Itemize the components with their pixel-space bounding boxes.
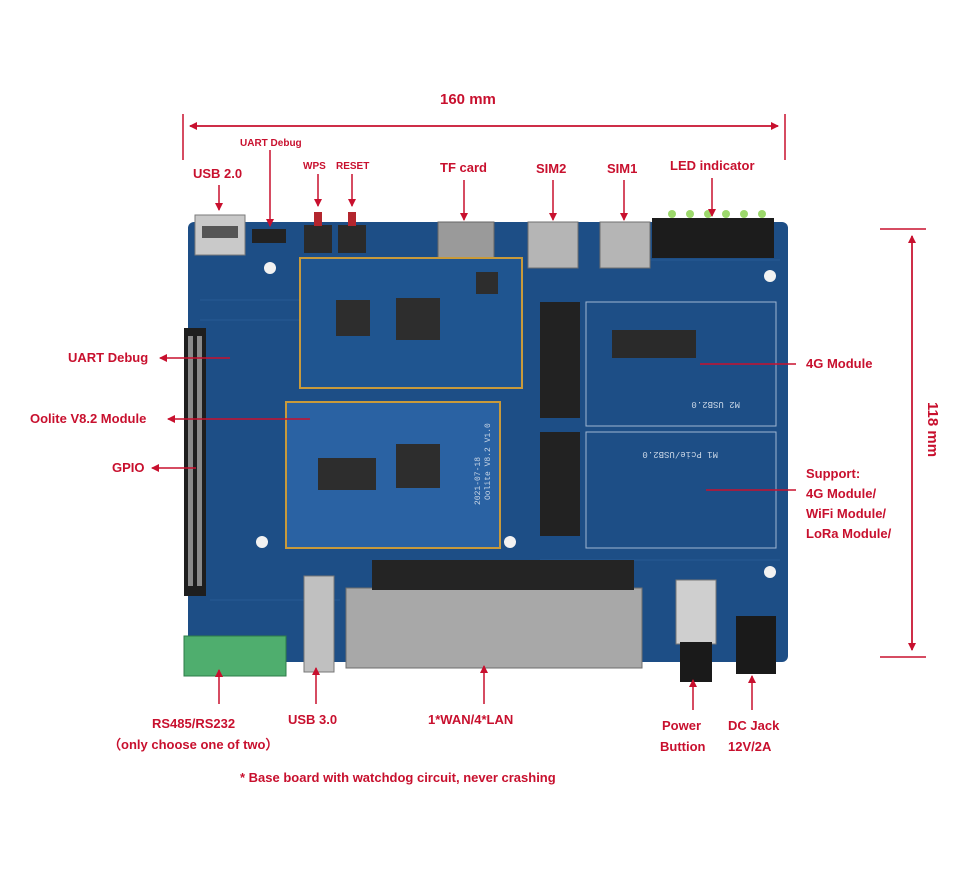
gpio-pins [188,336,202,586]
wps-button-body [304,225,332,253]
power-button-label: Buttion [660,739,706,754]
upper-chip-1 [336,300,370,336]
led-indicator-label: LED indicator [670,158,755,173]
wps-button-cap [314,212,322,226]
rs485-label: RS485/RS232 [152,716,236,731]
rs485-terminal [183,635,287,677]
dc-jack [736,616,776,674]
height-dimension-label: 118 mm [924,402,941,458]
module-chip-2 [396,444,440,488]
upper-chip-2 [396,298,440,340]
sim2-label: SIM2 [536,161,567,176]
dc-jack-label: DC Jack [728,718,780,733]
oolite-module-label: Oolite V8.2 Module [30,411,147,426]
reset-label: RESET [336,161,370,172]
mpcie-socket-bottom [540,432,580,536]
m1-silkscreen: M1 Pcie/USB2.0 [642,449,718,459]
mpcie-socket-top [540,302,580,418]
date-silkscreen: 2021-07-18 [474,457,483,505]
upper-chip-3 [476,272,498,294]
reset-button-body [338,225,366,253]
dc-jack-spec-label: 12V/2A [728,739,772,754]
module-silkscreen: Oolite V8.2 V1.0 [484,423,493,500]
led-indicators [652,210,774,258]
width-dimension-label: 160 mm [440,91,496,108]
uart-debug-top-label: UART Debug [240,138,302,149]
module-connector [612,330,696,358]
support-title-label: Support: [806,466,861,481]
gpio-label: GPIO [112,460,145,475]
ethernet-ports [345,587,643,669]
m2-silkscreen: M2 USB2.0 [691,399,740,409]
uart-header-top [252,229,286,243]
sim2-slot [527,221,579,269]
support-lora-label: LoRa Module/ [806,526,892,541]
sim1-slot [599,221,651,269]
sim1-label: SIM1 [607,161,638,176]
tf-card-label: TF card [440,160,487,175]
watchdog-note: * Base board with watchdog circuit, neve… [240,770,556,785]
usb3-port [303,575,335,673]
power-button-cap [680,642,712,682]
rs485-note-label: （only choose one of two） [108,737,279,752]
mounting-holes [256,262,776,578]
module-chip-1 [318,458,376,490]
tf-card-slot [437,221,495,259]
power-button-body [675,579,717,645]
wan-lan-label: 1*WAN/4*LAN [428,712,514,727]
module-4g-label: 4G Module [806,356,873,371]
reset-button-cap [348,212,356,226]
power-label: Power [662,718,702,733]
usb3-label: USB 3.0 [288,712,338,727]
support-4g-label: 4G Module/ [806,486,877,501]
support-wifi-label: WiFi Module/ [806,506,887,521]
wps-label: WPS [303,161,326,172]
usb2-label: USB 2.0 [193,166,243,181]
ethernet-leds [372,560,634,590]
usb2-port-slot [202,226,238,238]
uart-debug-left-label: UART Debug [68,350,149,365]
